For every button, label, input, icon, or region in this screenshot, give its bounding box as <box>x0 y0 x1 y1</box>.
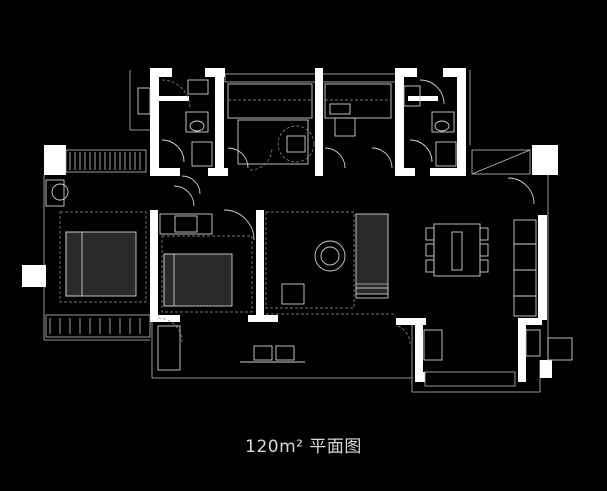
bathroom-right <box>403 79 457 167</box>
bathroom-left <box>137 79 213 167</box>
plan-label: 平面图 <box>309 437 362 457</box>
second-bedroom <box>159 209 255 313</box>
room-top-middle-left <box>227 83 315 169</box>
walls <box>22 68 558 382</box>
bottom-room <box>157 325 573 371</box>
master-bedroom <box>45 179 195 303</box>
area-label: 120m² <box>245 437 304 457</box>
room-top-middle-right <box>324 83 393 169</box>
dining-area <box>425 177 537 317</box>
plan-caption: 120m² 平面图 <box>0 432 607 457</box>
living-room <box>265 211 395 315</box>
railings <box>45 149 531 387</box>
outer-outline <box>43 70 549 393</box>
door-swings <box>157 147 273 343</box>
